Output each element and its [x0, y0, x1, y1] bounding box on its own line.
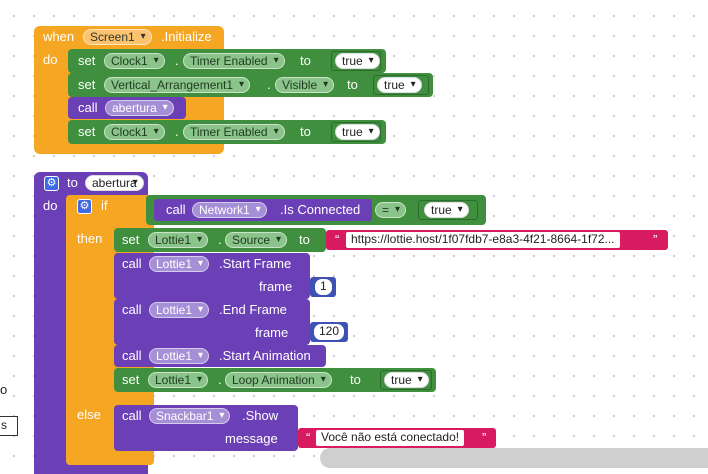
do-keyword: do	[43, 52, 58, 67]
set-lottie-source-block[interactable]: set Lottie1 . Source to	[114, 228, 326, 252]
number-block[interactable]: 120	[310, 322, 348, 342]
number-value-field[interactable]: 1	[315, 279, 332, 295]
set-clock-timer-enabled-block-2[interactable]: set Clock1 . Timer Enabled to true	[68, 120, 386, 144]
call-keyword: call	[122, 302, 142, 317]
if-block-footer	[66, 452, 146, 464]
call-abertura-block[interactable]: call abertura	[68, 97, 186, 119]
if-keyword: if	[101, 198, 108, 213]
quote-close: ”	[482, 430, 487, 445]
param-label: frame	[259, 279, 293, 294]
true-value-block[interactable]: true	[373, 75, 429, 95]
true-value-block[interactable]: true	[331, 122, 381, 142]
component-dropdown[interactable]: Clock1	[104, 53, 165, 69]
edge-text-fragment: o	[0, 382, 8, 397]
set-clock-timer-enabled-block[interactable]: set Clock1 . Timer Enabled to true	[68, 49, 386, 73]
method-name: .Start Frame	[219, 256, 292, 271]
event-block-inner-notch	[64, 48, 68, 144]
call-keyword: call	[122, 256, 142, 271]
call-keyword: call	[122, 408, 142, 423]
property-dropdown[interactable]: Timer Enabled	[183, 53, 285, 69]
operator-dropdown[interactable]: =	[375, 202, 407, 218]
screen-dropdown[interactable]: Screen1	[83, 29, 152, 45]
component-dropdown[interactable]: Lottie1	[148, 232, 209, 248]
horizontal-scrollbar[interactable]	[320, 448, 708, 468]
to-keyword: to	[67, 175, 78, 190]
component-dropdown[interactable]: Network1	[192, 202, 267, 218]
to-keyword: to	[299, 232, 310, 247]
param-label: message	[225, 431, 278, 446]
event-name: .Initialize	[161, 29, 212, 44]
number-block[interactable]: 1	[310, 277, 336, 297]
boolean-dropdown[interactable]: true	[335, 124, 380, 140]
set-keyword: set	[78, 77, 96, 92]
when-keyword: when	[43, 29, 75, 44]
do-keyword: do	[43, 198, 58, 213]
boolean-dropdown[interactable]: true	[384, 372, 429, 388]
component-dropdown[interactable]: Lottie1	[149, 302, 210, 318]
call-lottie-start-animation-block[interactable]: call Lottie1 .Start Animation	[114, 345, 326, 367]
set-vertical-arrangement-visible-block[interactable]: set Vertical_Arrangement1 . Visible to t…	[68, 73, 433, 97]
set-keyword: set	[78, 124, 96, 139]
dot-separator: .	[175, 124, 179, 139]
dot-separator: .	[218, 232, 222, 247]
text-value-field[interactable]: https://lottie.host/1f07fdb7-e8a3-4f21-8…	[346, 232, 620, 248]
call-keyword: call	[122, 348, 142, 363]
network-is-connected-block[interactable]: call Network1 .Is Connected	[154, 199, 372, 221]
to-keyword: to	[347, 77, 358, 92]
to-keyword: to	[350, 372, 361, 387]
true-value-block[interactable]: true	[380, 370, 432, 390]
component-dropdown[interactable]: Vertical_Arrangement1	[104, 77, 251, 93]
param-label: frame	[255, 325, 289, 340]
call-lottie-end-frame-block[interactable]: call Lottie1 .End Frame frame	[114, 299, 310, 345]
method-name: .Is Connected	[280, 202, 361, 217]
boolean-dropdown[interactable]: true	[424, 202, 469, 218]
text-value-field[interactable]: Você não está conectado!	[316, 430, 465, 446]
set-keyword: set	[122, 232, 140, 247]
true-value-block[interactable]: true	[331, 51, 381, 71]
else-keyword: else	[77, 407, 101, 422]
procedure-name-field[interactable]: abertura	[85, 175, 144, 191]
quote-close: ”	[653, 232, 658, 247]
component-dropdown[interactable]: Snackbar1	[149, 408, 231, 424]
text-message-block[interactable]: “ Você não está conectado! ”	[298, 428, 496, 448]
true-value-block[interactable]: true	[418, 200, 478, 220]
to-keyword: to	[300, 53, 311, 68]
dot-separator: .	[175, 53, 179, 68]
property-dropdown[interactable]: Source	[225, 232, 288, 248]
dot-separator: .	[267, 77, 271, 92]
quote-open: “	[306, 430, 311, 445]
set-keyword: set	[78, 53, 96, 68]
edge-input-fragment[interactable]: s	[0, 416, 18, 436]
to-keyword: to	[300, 124, 311, 139]
method-name: .End Frame	[219, 302, 287, 317]
gear-icon[interactable]: ⚙	[44, 176, 59, 191]
compare-block[interactable]: call Network1 .Is Connected = true	[146, 195, 486, 225]
component-dropdown[interactable]: Lottie1	[149, 256, 210, 272]
procedure-dropdown[interactable]: abertura	[105, 100, 174, 116]
component-dropdown[interactable]: Lottie1	[148, 372, 209, 388]
component-dropdown[interactable]: Clock1	[104, 124, 165, 140]
property-dropdown[interactable]: Visible	[275, 77, 335, 93]
method-name: .Start Animation	[219, 348, 311, 363]
number-value-field[interactable]: 120	[314, 324, 345, 340]
text-url-block[interactable]: “ https://lottie.host/1f07fdb7-e8a3-4f21…	[326, 230, 668, 250]
component-dropdown[interactable]: Lottie1	[149, 348, 210, 364]
method-name: .Show	[242, 408, 279, 423]
boolean-dropdown[interactable]: true	[335, 53, 380, 69]
gear-icon[interactable]: ⚙	[77, 199, 92, 214]
property-dropdown[interactable]: Loop Animation	[225, 372, 332, 388]
call-keyword: call	[166, 202, 186, 217]
dot-separator: .	[218, 372, 222, 387]
quote-open: “	[335, 232, 340, 247]
then-keyword: then	[77, 231, 103, 246]
call-snackbar-show-block[interactable]: call Snackbar1 .Show message	[114, 405, 298, 451]
property-dropdown[interactable]: Timer Enabled	[183, 124, 285, 140]
edge-input-text: s	[1, 418, 7, 432]
set-lottie-loop-animation-block[interactable]: set Lottie1 . Loop Animation to true	[114, 368, 436, 392]
set-keyword: set	[122, 372, 140, 387]
boolean-dropdown[interactable]: true	[377, 77, 422, 93]
call-keyword: call	[78, 100, 98, 115]
call-lottie-start-frame-block[interactable]: call Lottie1 .Start Frame frame	[114, 253, 310, 299]
